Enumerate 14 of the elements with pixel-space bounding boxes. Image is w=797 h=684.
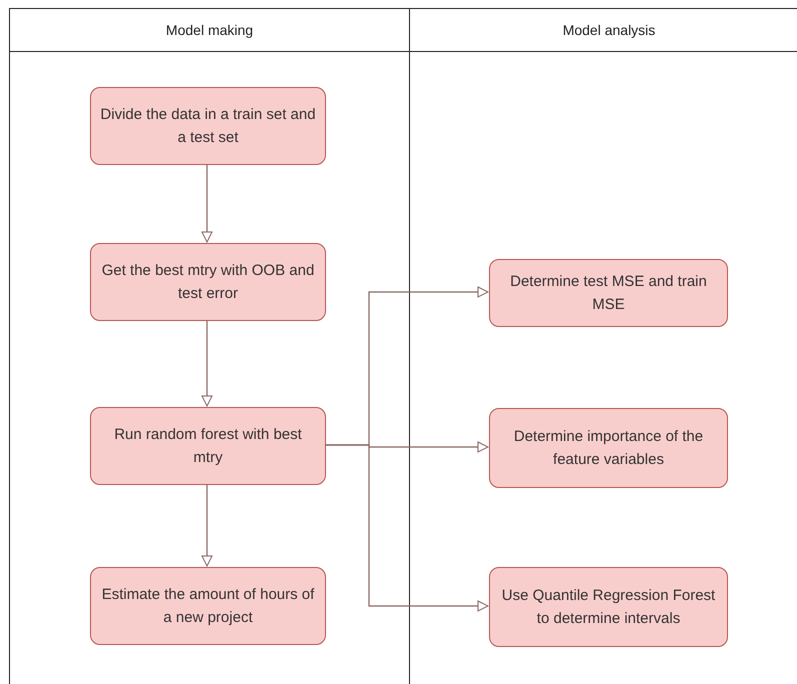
arrow xyxy=(325,444,488,612)
arrow xyxy=(202,164,212,242)
process-box: Use Quantile Regression Forest to determine intervals xyxy=(489,567,728,647)
process-box: Run random forest with best mtry xyxy=(90,407,326,485)
lane-header: Model making xyxy=(10,9,409,52)
process-box: Estimate the amount of hours of a new project xyxy=(90,567,326,645)
process-box: Divide the data in a train set and a test set xyxy=(90,87,326,165)
process-box: Determine test MSE and train MSE xyxy=(489,259,728,327)
arrow xyxy=(202,484,212,566)
swimlane xyxy=(9,8,410,684)
lane-header: Model analysis xyxy=(410,9,797,52)
process-box: Get the best mtry with OOB and test error xyxy=(90,243,326,321)
process-box: Determine importance of the feature variables xyxy=(489,408,728,488)
arrow xyxy=(202,320,212,406)
